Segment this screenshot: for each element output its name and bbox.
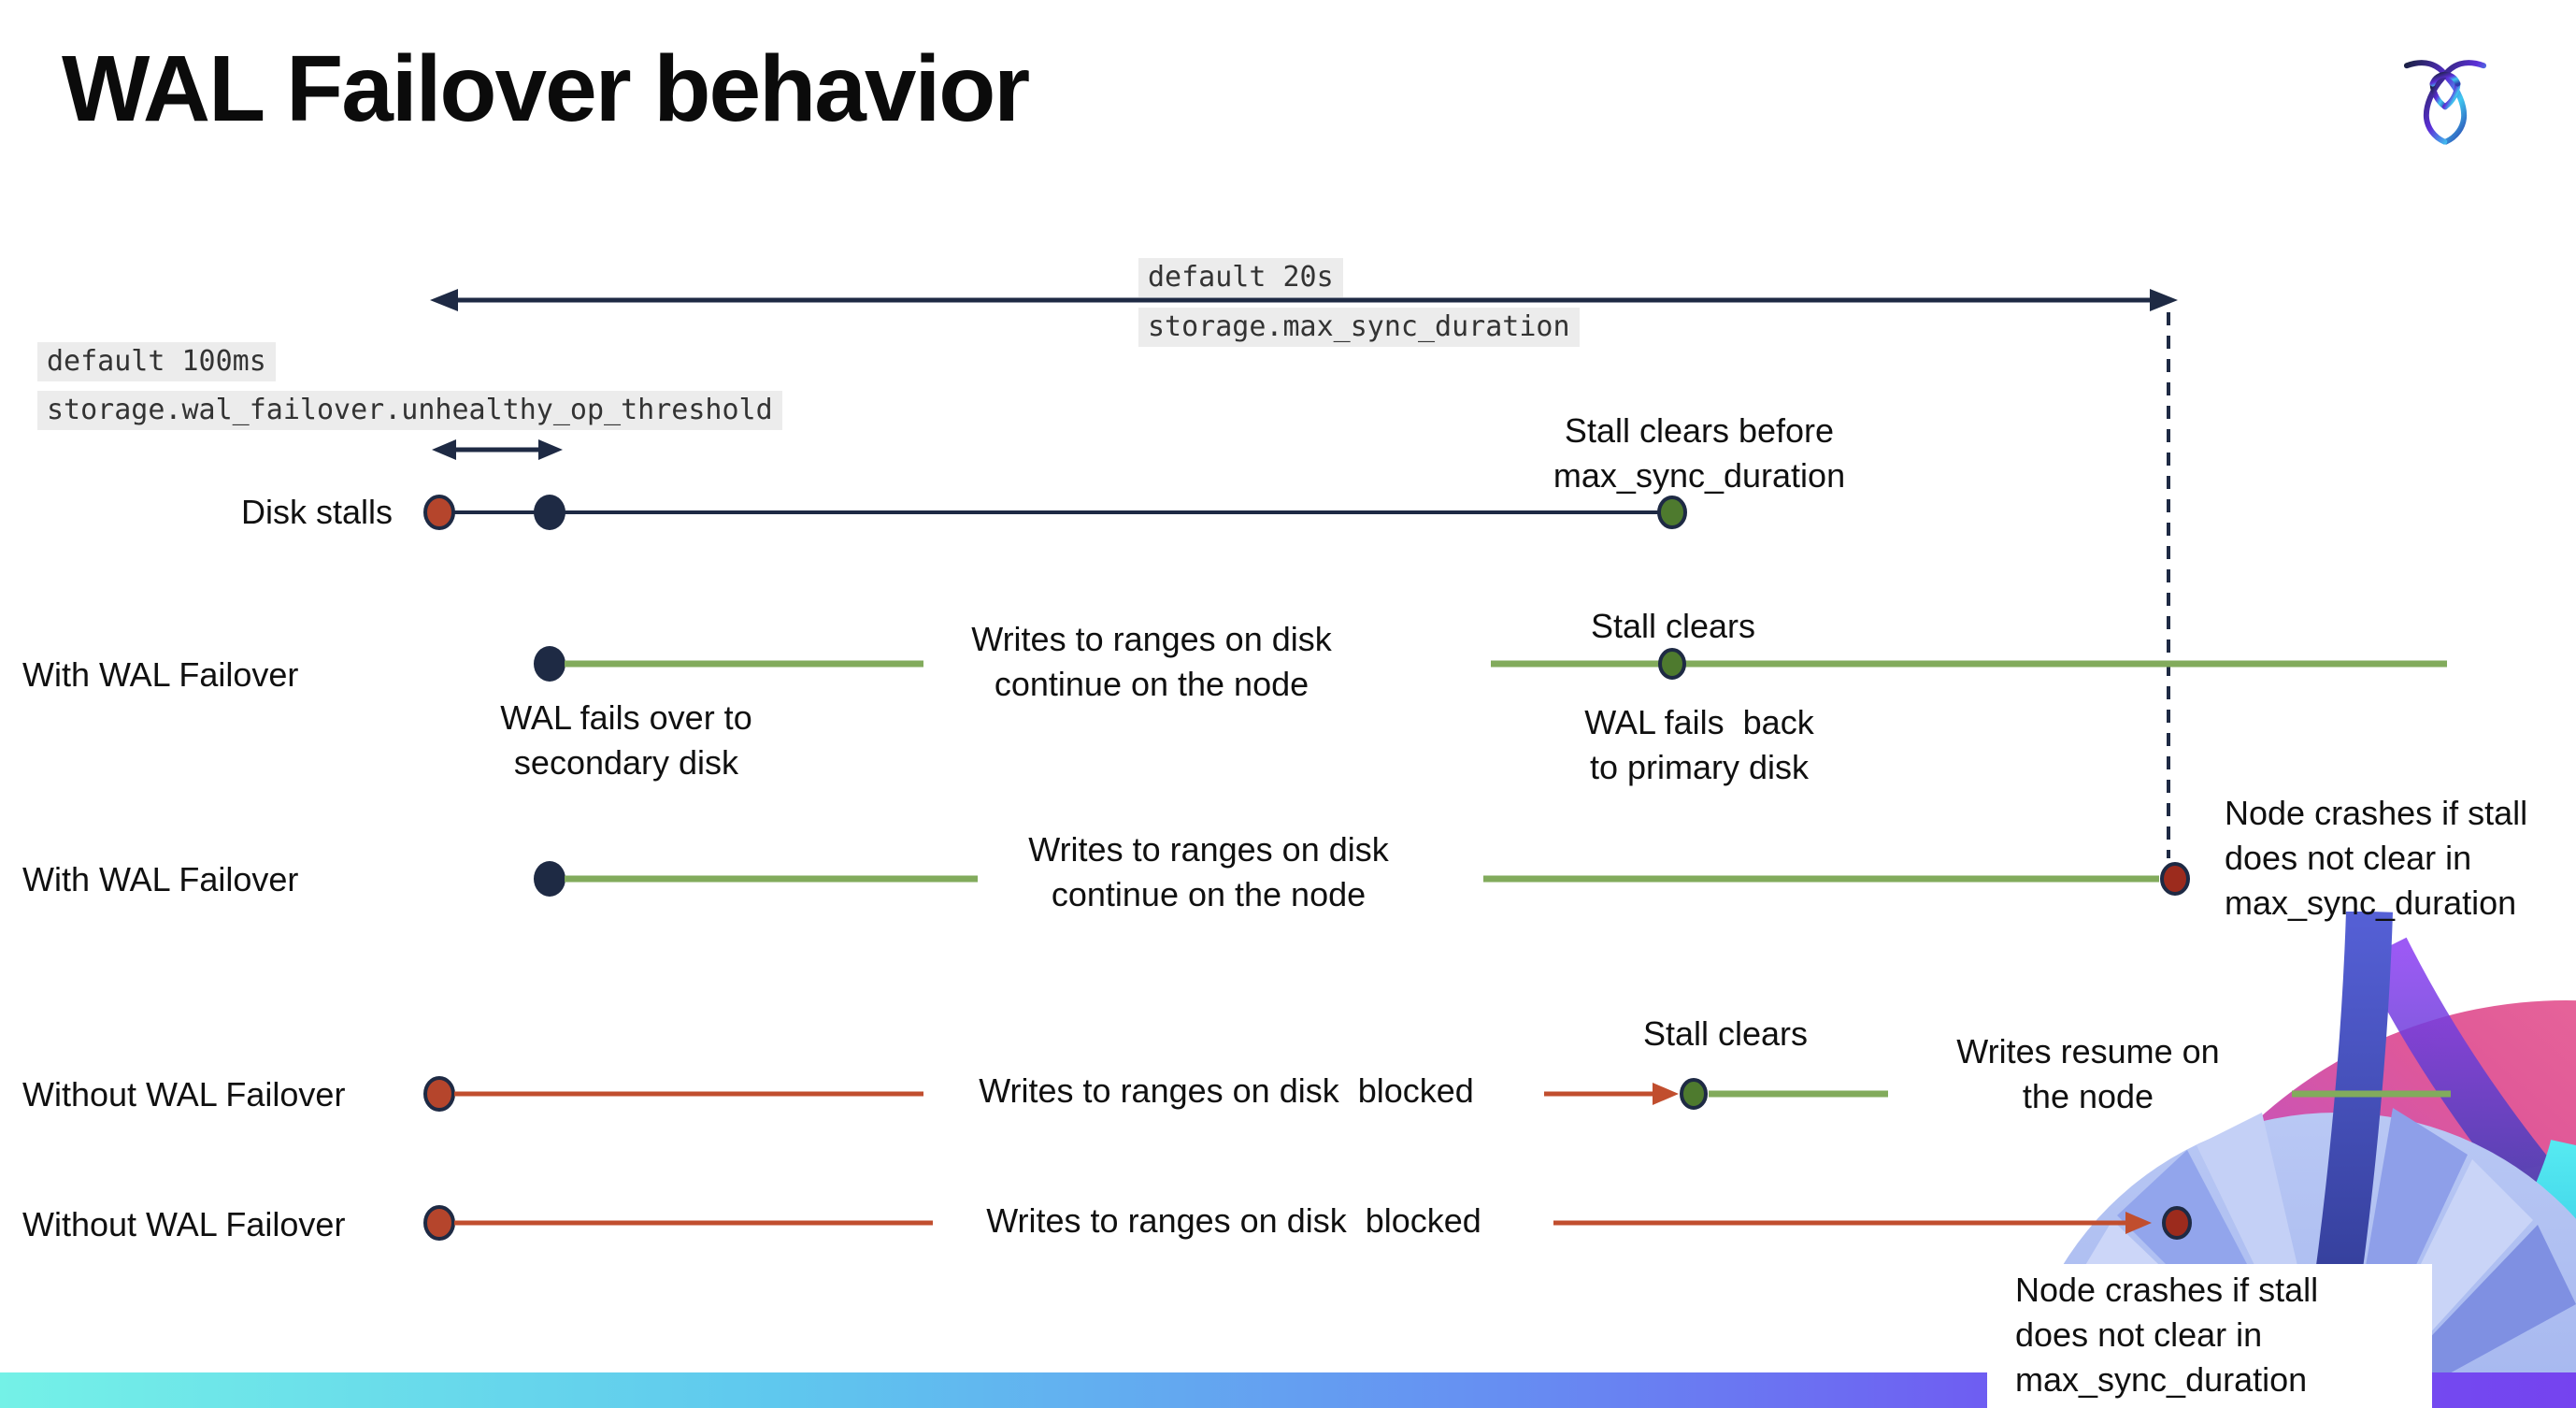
page-title: WAL Failover behavior — [62, 36, 1030, 141]
row3-crash-dot — [2160, 862, 2190, 896]
row3-failover-dot — [534, 861, 565, 897]
row1-label: Disk stalls — [240, 493, 393, 531]
row5-stall-start-dot — [423, 1205, 455, 1241]
caption-wal-fails-over: WAL fails over to secondary disk — [500, 698, 752, 782]
row4-stall-clears-dot — [1680, 1078, 1708, 1110]
caption-stall-clears-before: Stall clears before max_sync_duration — [1553, 411, 1846, 495]
row1-threshold-dot — [534, 495, 565, 530]
row1-stall-clears-dot — [1657, 496, 1687, 529]
caption-writes-blocked-row5: Writes to ranges on disk blocked — [986, 1201, 1481, 1240]
max-sync-default-badge: default 20s — [1138, 258, 1343, 297]
caption-wal-fails-back: WAL fails back to primary disk — [1584, 703, 1814, 786]
row2-label: With WAL Failover — [22, 655, 299, 694]
caption-writes-continue-row3: Writes to ranges on disk continue on the… — [1028, 830, 1389, 913]
max-sync-arrowhead-left — [430, 289, 458, 311]
unhealthy-op-setting-badge: storage.wal_failover.unhealthy_op_thresh… — [37, 391, 782, 430]
caption-writes-blocked-row4: Writes to ranges on disk blocked — [979, 1071, 1474, 1110]
logo-antenna-body-right — [2403, 60, 2468, 145]
unhealthy-op-default-badge: default 100ms — [37, 342, 276, 381]
row2-failover-dot — [534, 646, 565, 682]
row1-stall-start-dot — [423, 495, 455, 530]
row5-label: Without WAL Failover — [22, 1205, 346, 1243]
max-sync-arrowhead-right — [2150, 289, 2178, 311]
caption-node-crashes-row5: Node crashes if stall does not clear in … — [2015, 1271, 2319, 1399]
caption-node-crashes-row3: Node crashes if stall does not clear in … — [2225, 794, 2528, 922]
caption-writes-resume: Writes resume on the node — [1956, 1032, 2220, 1115]
logo-inner-lens-top — [2429, 71, 2461, 87]
caption-stall-clears-row4: Stall clears — [1642, 1014, 1809, 1053]
caption-writes-continue-row2: Writes to ranges on disk continue on the… — [971, 620, 1332, 703]
caption-stall-clears-row2: Stall clears — [1590, 607, 1756, 645]
max-sync-setting-badge: storage.max_sync_duration — [1138, 308, 1580, 347]
node-crash-callout-box — [1987, 1264, 2432, 1408]
row4-label: Without WAL Failover — [22, 1075, 346, 1113]
row3-label: With WAL Failover — [22, 860, 299, 898]
row4-stall-start-dot — [423, 1076, 455, 1112]
logo-antenna-body-left — [2423, 60, 2487, 145]
row2-stall-clears-dot — [1658, 648, 1686, 680]
cockroachdb-logo-icon — [2403, 60, 2487, 145]
row4-red-arrowhead — [1653, 1083, 1679, 1105]
threshold-arrowhead-left — [432, 439, 456, 460]
threshold-arrowhead-right — [538, 439, 563, 460]
